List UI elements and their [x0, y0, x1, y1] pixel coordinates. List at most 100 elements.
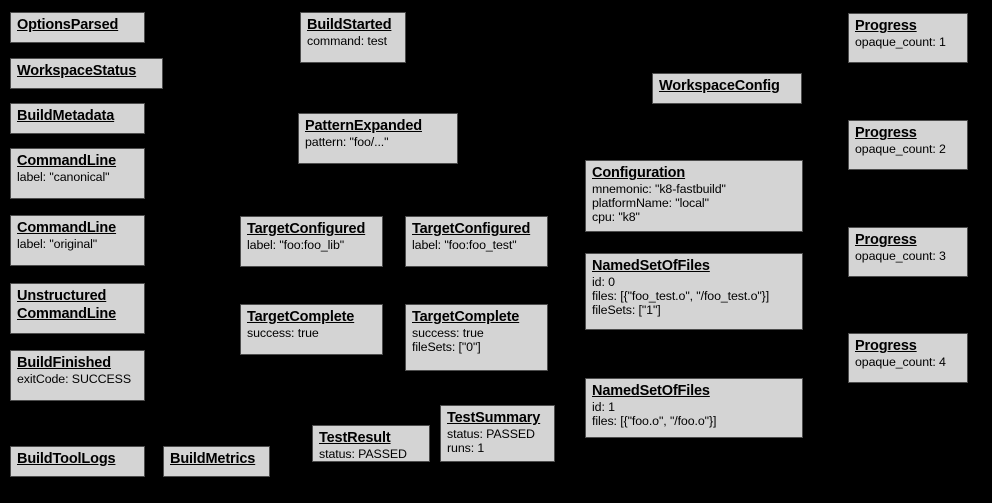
event-node-title-wrap: TestResult [319, 429, 424, 447]
event-node-field: cpu: "k8" [592, 209, 640, 224]
event-node-field: status: PASSED [447, 426, 535, 441]
event-node-fields: status: PASSED [319, 446, 424, 462]
event-node-field: exitCode: SUCCESS [17, 371, 131, 386]
event-node-options-parsed[interactable]: OptionsParsed [10, 12, 145, 43]
event-node-title-wrap: CommandLine [17, 219, 139, 237]
event-node-field: success: true [412, 325, 484, 340]
event-node-field: label: "foo:foo_lib" [247, 237, 345, 252]
event-node-field: fileSets: ["0"] [412, 339, 481, 354]
event-node-title: CommandLine [17, 220, 117, 236]
event-node-title-wrap: TargetConfigured [412, 220, 542, 238]
event-node-title-wrap: NamedSetOfFiles [592, 382, 797, 400]
event-node-title-wrap: WorkspaceConfig [659, 77, 796, 95]
event-node-fields: opaque_count: 1 [855, 34, 962, 50]
event-node-field: status: PASSED [319, 446, 407, 461]
event-node-field: files: [{"foo_test.o", "/foo_test.o"}] [592, 288, 770, 303]
event-node-title: BuildFinished [17, 355, 111, 371]
event-node-title: TestSummary [447, 410, 541, 426]
event-node-title-wrap: TestSummary [447, 409, 549, 427]
event-node-title-wrap: Progress [855, 17, 962, 35]
event-node-field: id: 0 [592, 274, 615, 289]
event-node-title-wrap: BuildStarted [307, 16, 400, 34]
event-node-field: opaque_count: 4 [855, 354, 946, 369]
event-node-fields: label: "original" [17, 236, 139, 252]
event-node-field: label: "original" [17, 236, 98, 251]
event-node-title: WorkspaceStatus [17, 63, 137, 79]
event-node-build-metrics[interactable]: BuildMetrics [163, 446, 270, 477]
event-node-field: success: true [247, 325, 319, 340]
event-node-fields: opaque_count: 3 [855, 248, 962, 264]
event-node-title: Progress [855, 232, 917, 248]
event-node-title: BuildMetadata [17, 108, 115, 124]
event-node-build-metadata[interactable]: BuildMetadata [10, 103, 145, 134]
event-node-title: Progress [855, 18, 917, 34]
event-node-title-wrap: BuildToolLogs [17, 450, 139, 468]
event-node-title-wrap: BuildMetrics [170, 450, 264, 468]
event-node-field: opaque_count: 3 [855, 248, 946, 263]
event-node-title: CommandLine [17, 305, 117, 322]
event-node-fields: pattern: "foo/..." [305, 134, 452, 150]
event-node-title-wrap: PatternExpanded [305, 117, 452, 135]
event-node-title: OptionsParsed [17, 17, 119, 33]
event-node-field: files: [{"foo.o", "/foo.o"}] [592, 413, 717, 428]
event-node-title-wrap: Progress [855, 124, 962, 142]
event-node-field: opaque_count: 2 [855, 141, 946, 156]
event-node-title-wrap: CommandLine [17, 152, 139, 170]
event-node-field: label: "canonical" [17, 169, 110, 184]
event-node-title-wrap: NamedSetOfFiles [592, 257, 797, 275]
event-node-fields: mnemonic: "k8-fastbuild"platformName: "l… [592, 181, 797, 225]
event-node-title-wrap: TargetConfigured [247, 220, 377, 238]
event-node-field: opaque_count: 1 [855, 34, 946, 49]
event-node-fields: success: true [247, 325, 377, 341]
event-node-title: TargetConfigured [412, 221, 531, 237]
event-node-build-tool-logs[interactable]: BuildToolLogs [10, 446, 145, 477]
event-node-field: runs: 1 [447, 440, 485, 455]
event-node-title: Progress [855, 338, 917, 354]
event-node-workspace-status[interactable]: WorkspaceStatus [10, 58, 163, 89]
event-node-field: pattern: "foo/..." [305, 134, 389, 149]
event-node-field: id: 1 [592, 399, 615, 414]
event-node-field: mnemonic: "k8-fastbuild" [592, 181, 726, 196]
event-node-title: BuildMetrics [170, 451, 256, 467]
event-node-fields: exitCode: SUCCESS [17, 371, 139, 387]
event-node-workspace-config[interactable]: WorkspaceConfig [652, 73, 802, 104]
event-node-field: command: test [307, 33, 387, 48]
event-node-field: label: "foo:foo_test" [412, 237, 517, 252]
event-node-fields: label: "foo:foo_test" [412, 237, 542, 253]
event-node-fields: command: test [307, 33, 400, 49]
event-node-title-wrap: Progress [855, 337, 962, 355]
event-node-title-wrap: BuildMetadata [17, 107, 139, 125]
event-node-field: platformName: "local" [592, 195, 709, 210]
event-node-title: BuildToolLogs [17, 451, 116, 467]
event-node-title: Unstructured [17, 288, 107, 304]
event-node-fields: opaque_count: 4 [855, 354, 962, 370]
event-node-title: TargetComplete [412, 309, 520, 325]
event-node-title-wrap: BuildFinished [17, 354, 139, 372]
event-node-title: TargetConfigured [247, 221, 366, 237]
event-node-title-wrap: TargetComplete [412, 308, 542, 326]
